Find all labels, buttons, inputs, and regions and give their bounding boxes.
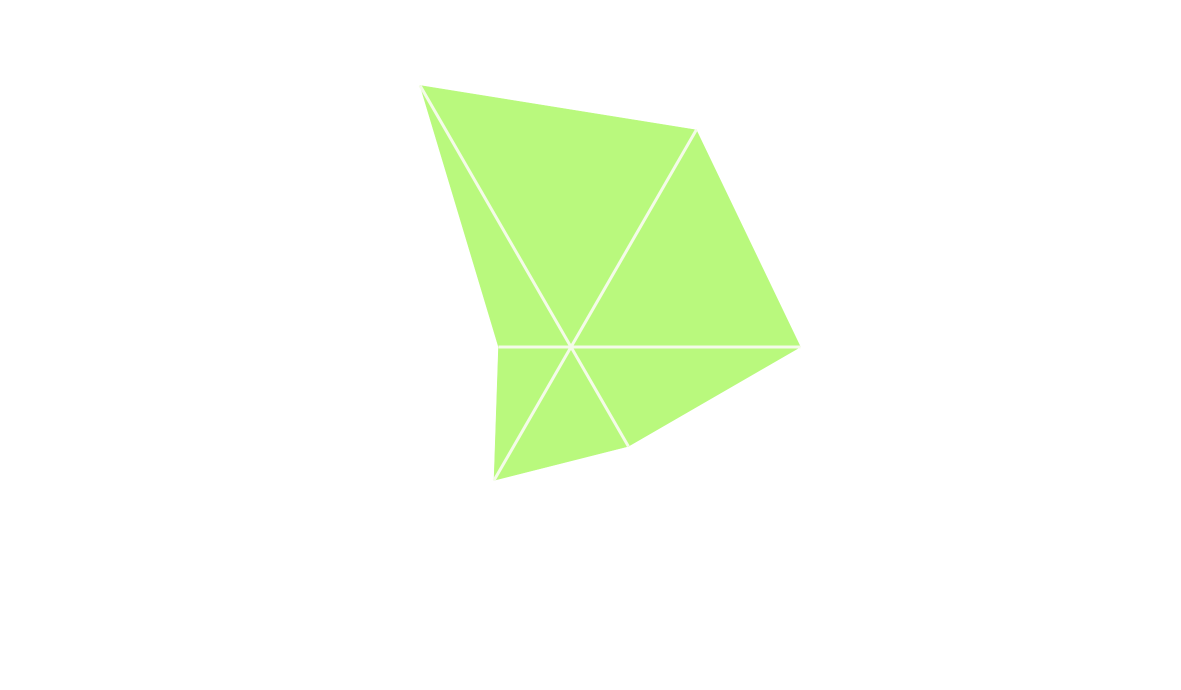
radar-axis-line (418, 84, 573, 348)
radar-axes (418, 84, 801, 482)
radar-areas (419, 85, 802, 481)
radar-axis-line (492, 346, 573, 482)
radar-axis-line (569, 346, 630, 448)
radar-axis-line (569, 129, 698, 348)
